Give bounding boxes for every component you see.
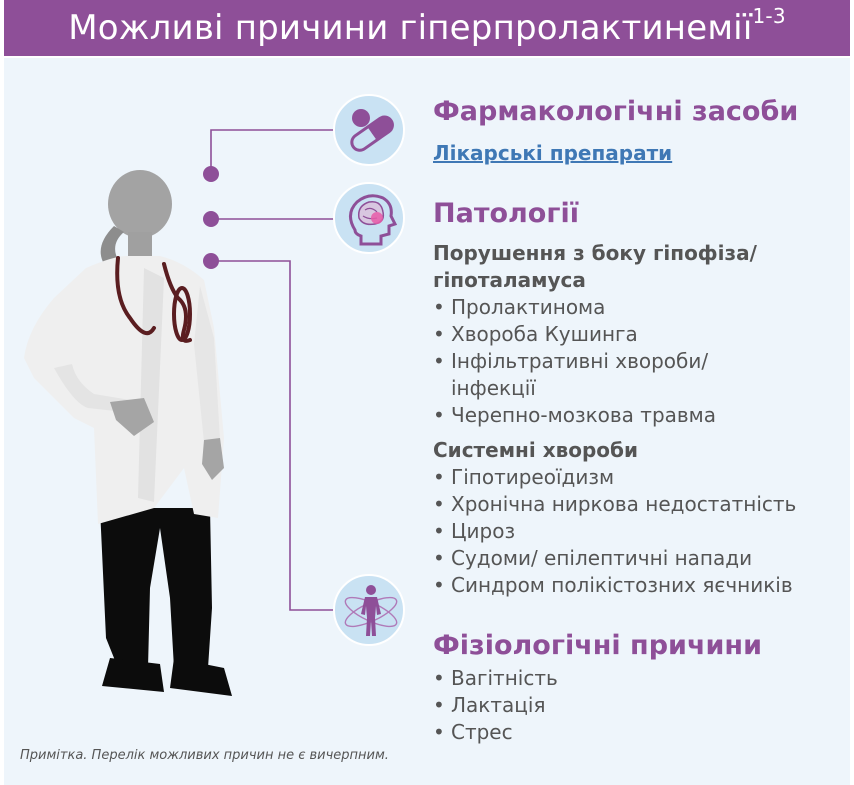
list-item: Судоми/ епілептичні напади <box>433 545 796 572</box>
page-title: Можливі причини гіперпролактинемії <box>68 8 753 48</box>
doctor-arm-right <box>194 286 220 442</box>
doctor-hand-right <box>202 438 224 480</box>
coat-fold <box>138 268 164 502</box>
list-item: Інфільтративні хвороби/ інфекції <box>433 348 763 402</box>
list-item: Гіпотиреоїдизм <box>433 464 796 491</box>
doctor-head <box>108 170 172 238</box>
doctor-hand <box>110 398 154 436</box>
connector-dot-pharma <box>203 166 219 182</box>
list-item: Синдром полікістозних яєчників <box>433 572 796 599</box>
footnote: Примітка. Перелік можливих причин не є в… <box>20 748 389 763</box>
stethoscope-tube <box>172 286 192 342</box>
doctor-ponytail <box>100 226 124 264</box>
doctor-legs <box>100 508 212 668</box>
connector-dot-physiology <box>203 253 219 269</box>
physiology-title: Фізіологічні причини <box>433 630 762 661</box>
human-body-icon <box>333 574 405 646</box>
systemic-heading: Системні хвороби <box>433 438 639 462</box>
connector-physiology <box>211 260 334 611</box>
pills-icon <box>333 94 405 166</box>
pituitary-heading: Порушення з боку гіпофіза/ гіпоталамуса <box>433 241 757 292</box>
doctor-arm-left <box>54 364 130 412</box>
connector-dot-pathology <box>203 211 219 227</box>
connector-pharma <box>210 129 334 173</box>
brain-head-icon <box>333 182 405 254</box>
doctor-illustration <box>24 170 232 696</box>
list-item: Черепно-мозкова травма <box>433 402 763 429</box>
drugs-link[interactable]: Лікарські препарати <box>433 141 673 165</box>
list-item: Цироз <box>433 518 796 545</box>
list-item: Хронічна ниркова недостатність <box>433 491 796 518</box>
pituitary-list: Пролактинома Хвороба Кушинга Інфільтрати… <box>433 294 763 429</box>
list-item: Вагітність <box>433 665 558 692</box>
title-superscript: 1-3 <box>752 4 786 28</box>
list-item: Стрес <box>433 719 558 746</box>
doctor-shoes <box>102 658 232 696</box>
pathology-title: Патології <box>433 198 579 229</box>
physiology-list: Вагітність Лактація Стрес <box>433 665 558 746</box>
pharma-title: Фармакологічні засоби <box>433 96 799 127</box>
list-item: Лактація <box>433 692 558 719</box>
list-item: Хвороба Кушинга <box>433 321 763 348</box>
list-item: Пролактинома <box>433 294 763 321</box>
systemic-list: Гіпотиреоїдизм Хронічна ниркова недостат… <box>433 464 796 599</box>
